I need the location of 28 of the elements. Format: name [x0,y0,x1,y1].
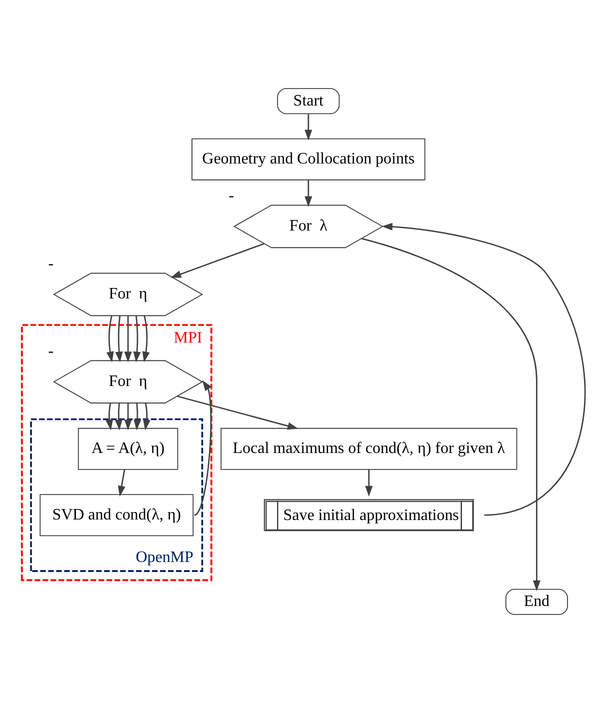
node-box: A = A(λ, η) [78,427,178,470]
arrow [304,114,312,140]
arrow [365,469,373,496]
arrow [124,315,132,362]
node-label: - [48,342,54,360]
node-box: Geometry and Collocation points [192,138,426,180]
node-box: SVD and cond(λ, η) [40,494,194,536]
arrow [170,242,264,278]
arrow [115,315,123,362]
arrow [304,179,312,207]
arrow [114,402,122,430]
node-label: - [228,187,234,204]
arrow [106,402,114,430]
arrow [133,315,141,362]
arrow [134,402,142,430]
node-box: Start [277,88,340,114]
arrow [142,315,150,362]
arrow [106,315,114,362]
arrow [361,237,540,591]
arrow [143,402,150,430]
arrow [124,402,132,430]
node-label: - [48,255,54,272]
node-box: Local maximums of cond(λ, η) for given λ [220,427,518,470]
node-box: End [505,588,568,614]
arrow [177,395,298,430]
arrow [118,468,126,496]
arrow [194,380,212,516]
arrow [382,222,586,516]
